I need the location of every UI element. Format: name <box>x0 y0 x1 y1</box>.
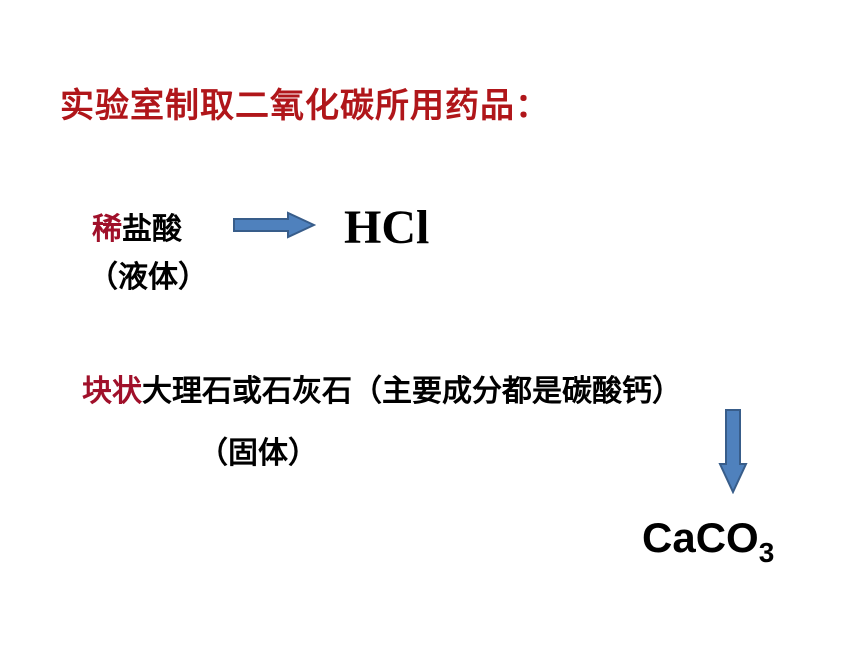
caco3-formula: CaCO3 <box>642 514 774 569</box>
down-arrow-icon <box>718 408 748 498</box>
right-arrow-icon <box>232 211 317 243</box>
acid-state: （液体） <box>88 260 208 295</box>
acid-name: 稀盐酸 <box>92 204 182 248</box>
caco3-main: CaCO <box>642 514 759 561</box>
solid-label: 大理石或石灰石（主要成分都是碳酸钙） <box>142 374 682 409</box>
caco3-subscript: 3 <box>758 537 775 568</box>
solid-prefix: 块状 <box>82 374 142 409</box>
acid-prefix: 稀 <box>92 212 122 247</box>
acid-label: 盐酸 <box>122 212 182 247</box>
slide-title: 实验室制取二氧化碳所用药品： <box>60 86 550 126</box>
solid-description: 块状大理石或石灰石（主要成分都是碳酸钙） <box>82 366 682 410</box>
solid-state: （固体） <box>198 436 318 471</box>
hcl-formula: HCl <box>344 201 430 254</box>
